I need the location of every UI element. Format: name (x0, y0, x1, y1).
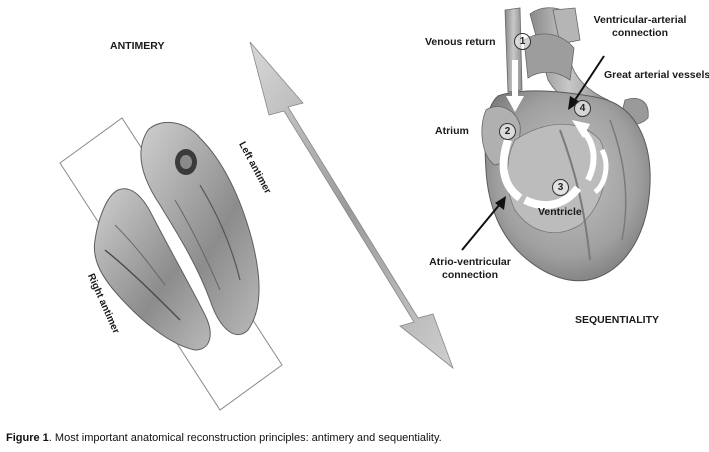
great-arterial-vessels-label: Great arterial vessels (604, 69, 709, 81)
ventricular-arterial-label: Ventricular-arterial connection (593, 14, 687, 39)
figure-caption: Figure 1. Most important anatomical reco… (6, 432, 442, 444)
step-marker: 2 (499, 123, 516, 140)
step-marker: 3 (552, 179, 569, 196)
antimery-heading: ANTIMERY (110, 40, 165, 52)
venous-return-label: Venous return (425, 36, 496, 48)
step-marker: 4 (574, 100, 591, 117)
caption-prefix: Figure 1 (6, 432, 49, 444)
sequentiality-heading: SEQUENTIALITY (575, 314, 660, 326)
pointer-atrio-ventricular (461, 196, 506, 251)
pointer-ventricular-arterial (568, 55, 605, 110)
atrium-label: Atrium (435, 125, 469, 137)
double-arrow (249, 41, 454, 370)
step-marker: 1 (514, 33, 531, 50)
left-antimer-half (140, 121, 260, 336)
heart-illustration (481, 7, 651, 282)
ventricle-label: Ventricle (538, 206, 582, 218)
right-antimer-half (93, 188, 211, 351)
atrio-ventricular-label: Atrio-ventricular connection (429, 256, 511, 281)
caption-text: . Most important anatomical reconstructi… (48, 432, 442, 444)
